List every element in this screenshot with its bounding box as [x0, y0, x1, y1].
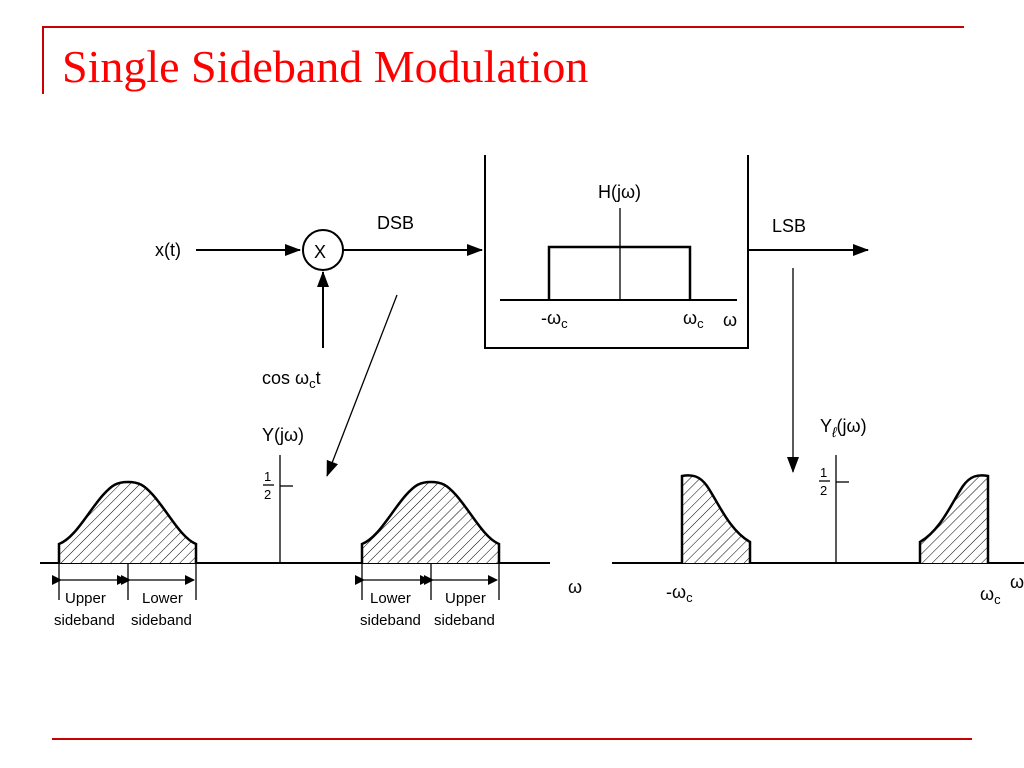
lsb-half-num: 1 [820, 465, 827, 480]
dsb-label: DSB [377, 213, 414, 233]
left-lower-sideband: sideband [131, 612, 192, 629]
dsb-spectrum-label: Y(jω) [262, 425, 304, 445]
dsb-spectrum-pointer [326, 294, 398, 477]
lsb-axis-label: ω [1010, 572, 1024, 592]
dsb-spectrum: Y(jω) 1 2 ω Upper sideband Lower sideban… [40, 425, 582, 629]
carrier-input: cos ωct [262, 271, 329, 391]
lsb-left-band [680, 474, 752, 563]
left-rule [42, 26, 44, 94]
filter-outline [484, 155, 749, 349]
lsb-half-den: 2 [820, 483, 827, 498]
dsb-left-band-markers [52, 563, 197, 600]
dsb-path: DSB [343, 213, 483, 256]
lsb-output: LSB [748, 216, 869, 256]
filter-neg-wc: -ωc [541, 308, 568, 331]
filter-pos-wc: ωc [683, 308, 704, 331]
lsb-spectrum-label: Yℓ(jω) [820, 416, 867, 440]
input-signal: x(t) [155, 240, 301, 260]
right-lower-sideband: sideband [360, 612, 421, 629]
left-upper-label: Upper [65, 590, 106, 607]
right-lower-label: Lower [370, 590, 411, 607]
left-lower-label: Lower [142, 590, 183, 607]
lsb-pos-wc: ωc [980, 584, 1001, 607]
multiplier: X [302, 229, 344, 271]
filter-label: H(jω) [598, 182, 641, 202]
input-label: x(t) [155, 240, 181, 260]
lsb-label: LSB [772, 216, 806, 236]
lsb-right-band [918, 474, 990, 563]
top-rule [42, 26, 964, 28]
slide-title: Single Sideband Modulation [62, 41, 589, 92]
lsb-spectrum: Yℓ(jω) 1 2 -ωc ωc ω [612, 416, 1024, 607]
filter-passband [547, 245, 692, 300]
dsb-left-band [57, 480, 198, 563]
right-upper-sideband: sideband [434, 612, 495, 629]
lsb-neg-wc: -ωc [666, 582, 693, 605]
dsb-half-den: 2 [264, 487, 271, 502]
filter-box: H(jω) -ωc ωc ω [484, 155, 749, 349]
multiplier-symbol: X [314, 242, 326, 262]
bottom-rule [52, 738, 972, 740]
carrier-label: cos ωct [262, 368, 321, 391]
dsb-axis-label: ω [568, 577, 582, 597]
dsb-right-band [360, 480, 501, 563]
dsb-right-band-markers [355, 563, 500, 600]
dsb-half-num: 1 [264, 469, 271, 484]
left-upper-sideband: sideband [54, 612, 115, 629]
right-upper-label: Upper [445, 590, 486, 607]
filter-axis-label: ω [723, 310, 737, 330]
